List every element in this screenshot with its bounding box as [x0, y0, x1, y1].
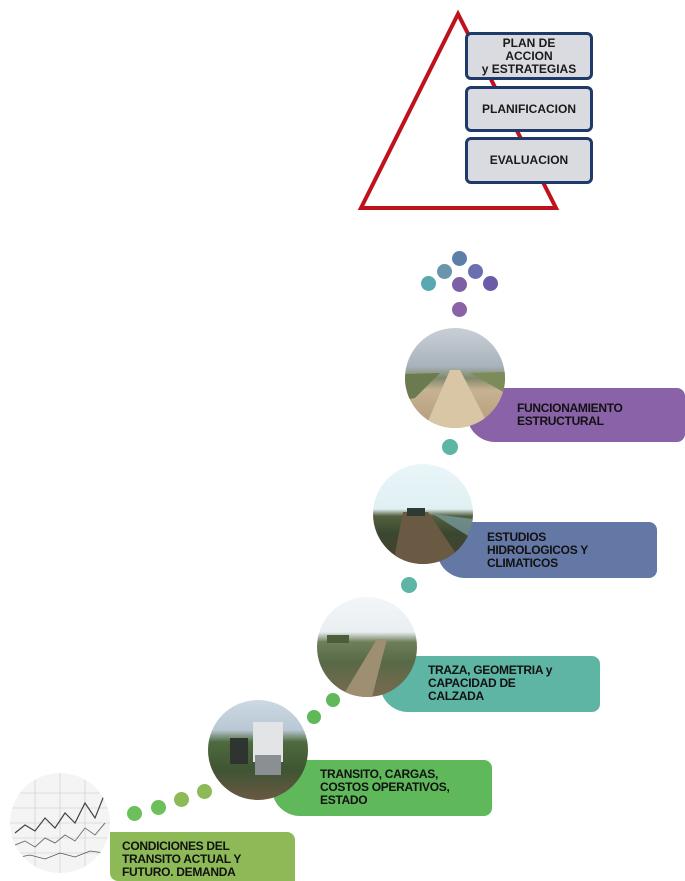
cluster-dot [452, 251, 467, 266]
cluster-dot [421, 276, 436, 291]
step-label-funcionamiento: FUNCIONAMIENTO ESTRUCTURAL [467, 388, 685, 442]
rural-road-photo [317, 597, 417, 697]
step-label-transito: TRANSITO, CARGAS, COSTOS OPERATIVOS, EST… [272, 760, 492, 816]
pyramid-level-plan: PLAN DE ACCION y ESTRATEGIAS [465, 32, 593, 80]
cluster-dot [452, 302, 467, 317]
truck-on-road-photo [208, 700, 308, 800]
path-dot [197, 784, 212, 799]
pyramid-level-planificacion: PLANIFICACION [465, 86, 593, 132]
cluster-dot [468, 264, 483, 279]
cluster-dot [437, 264, 452, 279]
pyramid-level-evaluacion: EVALUACION [465, 137, 593, 184]
path-dot [326, 693, 340, 707]
step-label-condiciones: CONDICIONES DEL TRANSITO ACTUAL Y FUTURO… [110, 832, 295, 881]
cluster-dot [483, 276, 498, 291]
cluster-dot [452, 277, 467, 292]
traffic-chart-photo [10, 773, 110, 873]
path-dot [127, 806, 142, 821]
step-label-estudios: ESTUDIOS HIDROLOGICOS Y CLIMATICOS [437, 522, 657, 578]
dirt-road-photo [405, 328, 505, 428]
flooded-road-photo [373, 464, 473, 564]
path-dot [307, 710, 321, 724]
path-dot [442, 439, 458, 455]
path-dot [401, 577, 417, 593]
path-dot [151, 800, 166, 815]
step-label-traza: TRAZA, GEOMETRIA y CAPACIDAD DE CALZADA [380, 656, 600, 712]
path-dot [174, 792, 189, 807]
